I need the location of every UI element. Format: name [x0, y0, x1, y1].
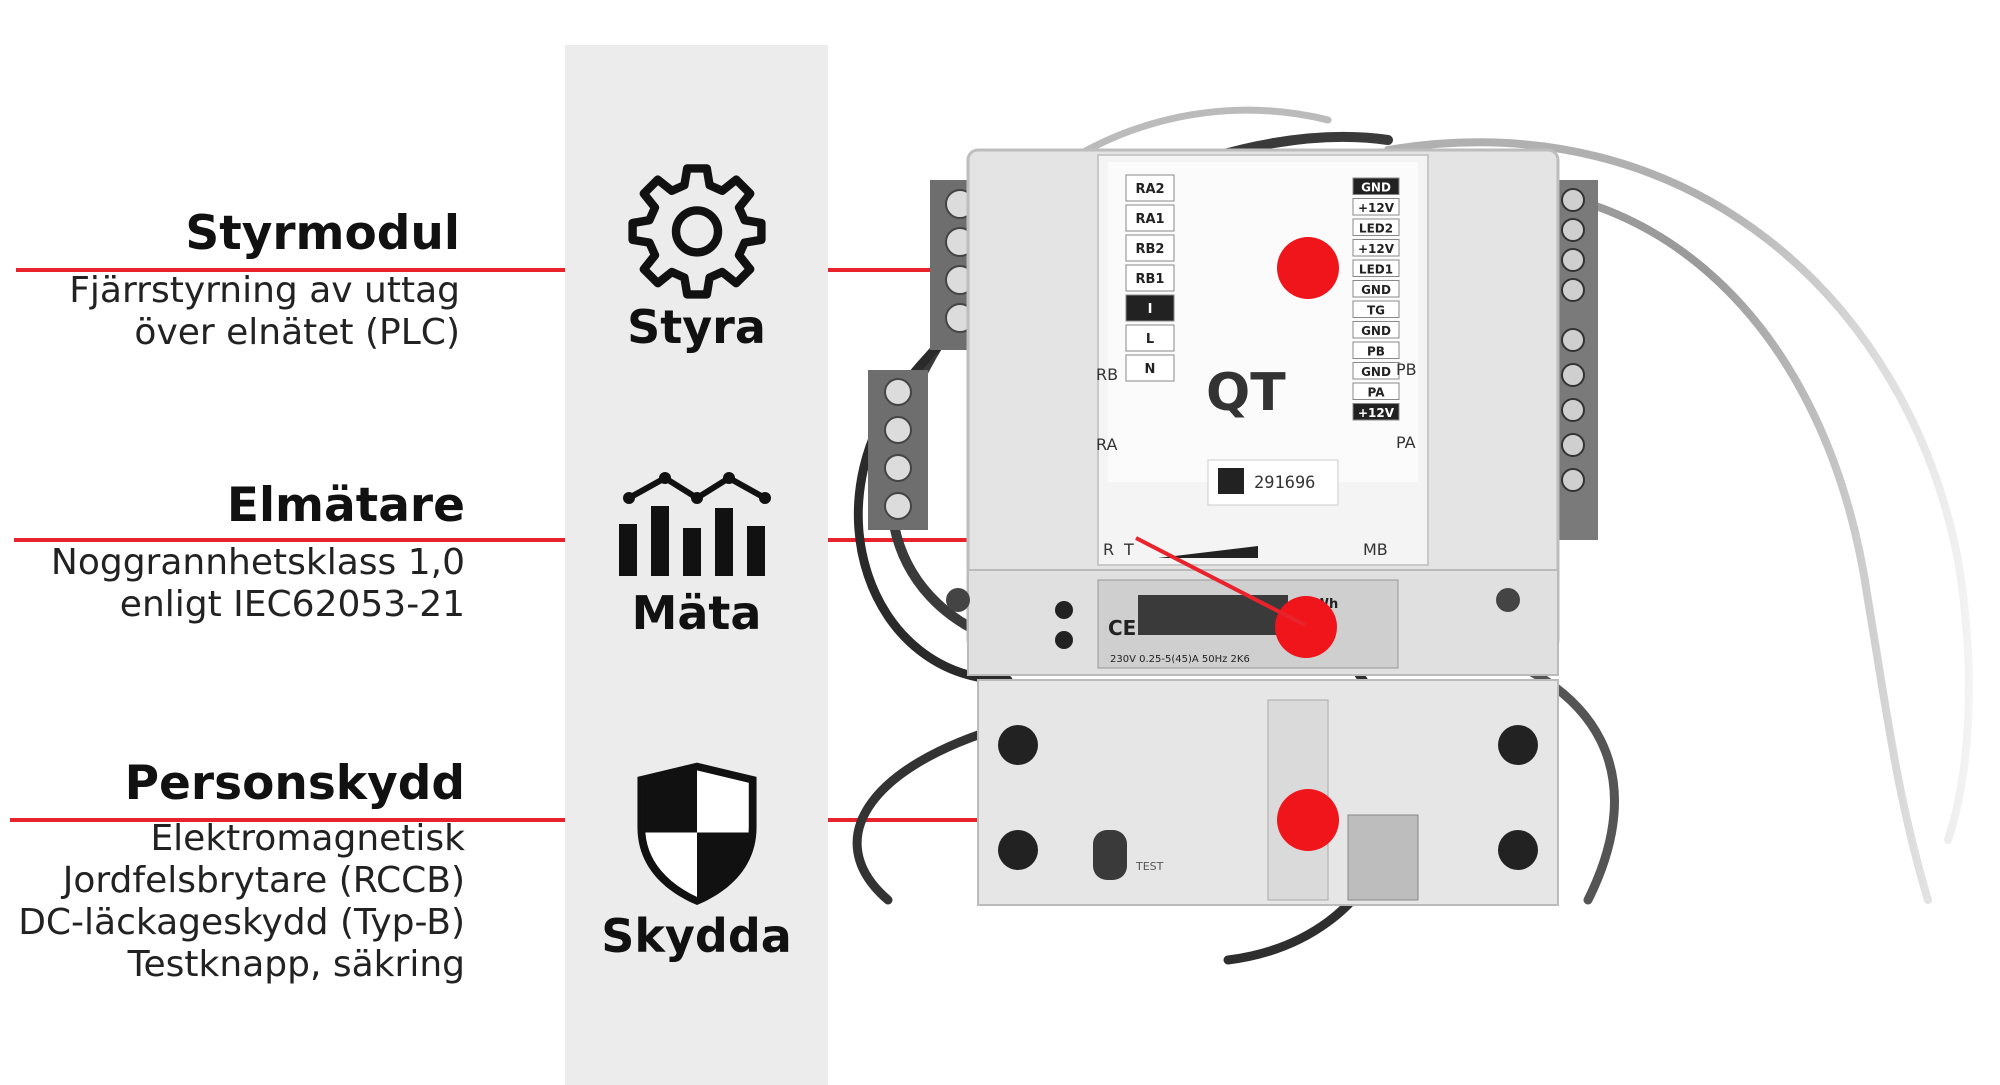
feature-line: DC-läckageskydd (Typ-B) [18, 901, 465, 943]
feature-line: Elektromagnetisk [150, 817, 465, 859]
label-pb: PB [1396, 360, 1417, 379]
feature-personskydd: Personskydd Elektromagnetisk Jordfelsbry… [18, 758, 465, 986]
terminal-label: TG [1367, 303, 1385, 317]
shield-icon [636, 762, 757, 905]
terminal-label: +12V [1358, 201, 1395, 215]
test-button[interactable] [1093, 830, 1127, 880]
label-rb: RB [1096, 365, 1118, 384]
feature-line: Noggrannhetsklass 1,0 [50, 541, 465, 583]
terminal-label: GND [1361, 283, 1391, 297]
terminal-label: RA1 [1135, 212, 1164, 227]
feature-styrmodul: Styrmodul Fjärrstyrning av uttag över el… [69, 208, 460, 354]
terminal-label: LED2 [1359, 221, 1393, 235]
feature-description: Noggrannhetsklass 1,0 enligt IEC62053-21 [51, 542, 465, 626]
feature-elmatare: Elmätare Noggrannhetsklass 1,0 enligt IE… [51, 480, 465, 626]
feature-description: Fjärrstyrning av uttag över elnätet (PLC… [69, 270, 460, 354]
feature-line: Testknapp, säkring [127, 943, 465, 985]
action-label: Mäta [631, 586, 762, 640]
callout-dot-styrmodul [1277, 237, 1339, 299]
terminal-label: GND [1361, 365, 1391, 379]
column-item-mata: Mäta [565, 468, 828, 640]
gear-icon [627, 164, 766, 299]
terminal-label: +12V [1358, 406, 1395, 420]
terminal-label: LED1 [1359, 262, 1393, 276]
qr-code [1218, 468, 1244, 494]
callout-dot-elmatare [1275, 596, 1337, 658]
terminal-label: N [1145, 362, 1156, 377]
feature-line: enligt IEC62053-21 [119, 583, 465, 625]
terminal-label: RB2 [1136, 242, 1165, 257]
terminal-label: L [1146, 332, 1154, 347]
terminal-label: GND [1361, 324, 1391, 338]
serial-number: 291696 [1254, 473, 1315, 493]
terminal-label: RA2 [1135, 182, 1164, 197]
label-r: R [1103, 540, 1114, 559]
callout-dot-personskydd [1277, 789, 1339, 851]
terminal-label: GND [1361, 180, 1391, 194]
feature-title: Personskydd [124, 756, 465, 811]
test-label: TEST [1135, 860, 1164, 873]
feature-line: Jordfelsbrytare (RCCB) [62, 859, 465, 901]
feature-title: Elmätare [226, 478, 465, 533]
terminal-label: I [1148, 302, 1153, 317]
action-label: Styra [627, 300, 766, 354]
leader-line-left [14, 538, 565, 542]
column-item-skydda: Skydda [565, 760, 828, 963]
leader-line-diagonal [1135, 536, 1306, 627]
label-ra: RA [1096, 435, 1117, 454]
breaker-lever[interactable] [1347, 814, 1419, 901]
action-label: Skydda [601, 909, 792, 963]
feature-description: Elektromagnetisk Jordfelsbrytare (RCCB) … [18, 818, 465, 986]
label-mb: MB [1363, 540, 1388, 559]
bar-chart-icon [618, 472, 771, 576]
feature-line: över elnätet (PLC) [134, 311, 460, 353]
meter-spec: 230V 0.25-5(45)A 50Hz 2K6 [1110, 654, 1250, 665]
terminal-label: PB [1367, 344, 1385, 358]
terminal-label: RB1 [1136, 272, 1165, 287]
terminal-label: PA [1368, 385, 1386, 399]
terminal-label: +12V [1358, 242, 1395, 256]
label-pa: PA [1396, 433, 1416, 452]
feature-line: Fjärrstyrning av uttag [69, 269, 460, 311]
column-item-styra: Styra [565, 160, 828, 354]
leader-line-left [10, 818, 565, 822]
qt-logo: QT [1206, 363, 1286, 423]
leader-line-left [16, 268, 565, 272]
feature-title: Styrmodul [185, 206, 460, 261]
